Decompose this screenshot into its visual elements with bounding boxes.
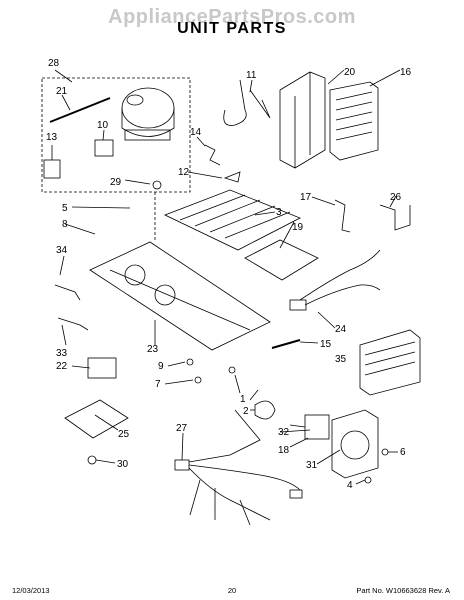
callout-17: 17 (300, 192, 312, 203)
callout-13: 13 (46, 132, 58, 143)
overload-part (43, 159, 61, 179)
callout-21: 21 (56, 86, 68, 97)
page-title: UNIT PARTS (177, 20, 287, 37)
callout-4: 4 (347, 480, 353, 491)
callout-5: 5 (62, 203, 68, 214)
bracket-26-part (379, 204, 411, 231)
tubing-part (223, 79, 271, 126)
clamp-part (223, 171, 241, 183)
wire-harness-27-part (174, 409, 303, 526)
callout-10: 10 (97, 120, 109, 131)
grommet-part (152, 180, 162, 190)
wire-harness-24-part (289, 249, 381, 311)
callout-18: 18 (278, 445, 290, 456)
screw-7-part (194, 376, 202, 384)
callout-34: 34 (56, 245, 68, 256)
callout-25: 25 (118, 429, 130, 440)
screw-6-part (381, 448, 389, 456)
screw-1-part (228, 366, 236, 374)
footer-part-number: Part No. W10663628 Rev. A (356, 586, 450, 595)
callout-28: 28 (48, 58, 60, 69)
footer-page-number: 20 (227, 586, 237, 595)
callout-14: 14 (190, 127, 202, 138)
evaporator-coil-part (329, 81, 379, 161)
base-plate-part (89, 241, 271, 351)
callout-29: 29 (110, 177, 122, 188)
drain-tray-part (244, 239, 319, 281)
callout-19: 19 (292, 222, 304, 233)
callout-30: 30 (117, 459, 129, 470)
fan-blade-part (249, 389, 276, 420)
drier-clip-part (204, 144, 221, 166)
callout-32: 32 (278, 427, 290, 438)
callout-33: 33 (56, 348, 68, 359)
callout-9: 9 (158, 361, 164, 372)
condenser-housing-part (279, 71, 326, 169)
callout-24: 24 (335, 324, 347, 335)
callout-7: 7 (155, 379, 161, 390)
callout-35: 35 (335, 354, 347, 365)
screw-4-part (364, 476, 372, 484)
callout-16: 16 (400, 67, 412, 78)
footer-date: 12/03/2013 (12, 586, 50, 595)
condenser-part (359, 329, 421, 396)
fan-motor-part (289, 414, 330, 440)
callout-12: 12 (178, 167, 190, 178)
bracket-17-part (334, 199, 351, 233)
compressor-group-box (41, 77, 191, 193)
plate-25-part (64, 399, 129, 439)
callout-6: 6 (400, 447, 406, 458)
callout-8: 8 (62, 219, 68, 230)
fan-shroud-part (331, 409, 379, 479)
watermark-text: AppliancePartsPros.com (108, 6, 356, 28)
callout-2: 2 (243, 406, 249, 417)
screw-15-part (271, 339, 301, 349)
callout-26: 26 (390, 192, 402, 203)
capacitor-part (49, 97, 111, 123)
sensor-33-part (57, 317, 89, 331)
compressor-part (121, 87, 175, 141)
sensor-34-part (54, 284, 81, 301)
callout-22: 22 (56, 361, 68, 372)
heater-grid-part (163, 189, 301, 251)
module-22-part (87, 357, 117, 379)
callout-11: 11 (246, 70, 257, 81)
callout-3: 3 (276, 207, 282, 218)
nut-30-part (87, 455, 97, 465)
callout-1: 1 (240, 394, 246, 405)
screw-9-part (186, 358, 194, 366)
callout-20: 20 (344, 67, 356, 78)
callout-31: 31 (306, 460, 318, 471)
callout-23: 23 (147, 344, 159, 355)
callout-15: 15 (320, 339, 332, 350)
callout-27: 27 (176, 423, 188, 434)
relay-part (94, 139, 114, 157)
